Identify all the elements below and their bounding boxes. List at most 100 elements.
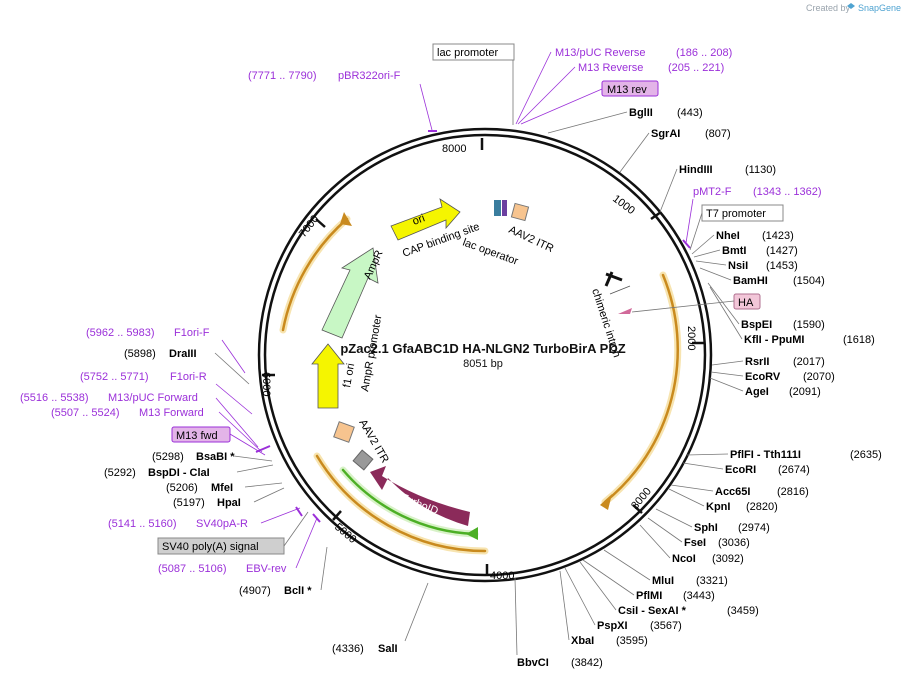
snapgene-logo-icon [847,3,855,9]
enzyme-mfei-pos: (5206) [166,482,198,494]
cds-arc-bottom [315,454,487,553]
cds-arc-left [281,217,349,332]
enzyme-pflfi-name: PflFI - Tth111I [730,449,801,461]
primer-m13-puc-forward-name: M13/pUC Forward [108,392,198,404]
enzyme-fsei-name: FseI [684,537,706,549]
enzyme-ecorv-name: EcoRV [745,371,781,383]
enzyme-kfli-pos: (1618) [843,334,875,346]
enzyme-bglii-name: BglII [629,107,653,119]
enzyme-bmti-name: BmtI [722,245,746,257]
enzyme-sgrai-pos: (807) [705,128,731,140]
enzyme-hindiii-name: HindIII [679,164,713,176]
primer-m13-puc-forward-range: (5516 .. 5538) [20,392,89,404]
primer-ebv-range: (5087 .. 5106) [158,563,227,575]
enzyme-kpni-name: KpnI [706,501,730,513]
green-arc-arrowhead [466,527,478,540]
tick-7000: 7000 [297,213,322,240]
cds-arc-right-arrowhead [600,494,612,510]
primer-f1orif-name: F1ori-F [174,327,210,339]
primer-m13-forward-name: M13 Forward [139,407,204,419]
tick-2000: 2000 [685,326,697,350]
enzyme-kfli-name: KflI - PpuMI [744,334,805,346]
primer-m13-forward-range: (5507 .. 5524) [51,407,120,419]
enzyme-ecori-name: EcoRI [725,464,756,476]
aav2-itr-top-box [510,202,530,222]
enzyme-xbai-name: XbaI [571,635,594,647]
pmt2f-lead [685,198,694,244]
primer-pmt2f-range: (1343 .. 1362) [753,186,822,198]
enzyme-pflmi-pos: (3443) [683,590,715,602]
ha-mark [618,308,632,314]
ha-box [733,293,761,310]
enzyme-mlui-pos: (3321) [696,575,728,587]
enzyme-ncoi-name: NcoI [672,553,696,565]
credit-brand: SnapGene [858,3,901,13]
primer-f1orir-range: (5752 .. 5771) [80,371,149,383]
enzyme-acc65i-name: Acc65I [715,486,750,498]
enzyme-ecorv-pos: (2070) [803,371,835,383]
primer-f1orif-range: (5962 .. 5983) [86,327,155,339]
primer-sv40pa-range: (5141 .. 5160) [108,518,177,530]
enzyme-csii-name: CsiI - SexAI * [618,605,687,617]
enzyme-hpai-pos: (5197) [173,497,205,509]
enzyme-fsei-pos: (3036) [718,537,750,549]
right-enzyme-labels-2: NheI (1423) BmtI (1427) NsiI (1453) BamH… [691,230,825,287]
pmt2f-mark [682,239,691,249]
enzyme-sgrai-name: SgrAI [651,128,680,140]
enzyme-draiii-name: DraIII [169,348,197,360]
tick-6000: 6000 [260,372,272,396]
m13-rev-lead [520,88,603,125]
enzyme-mlui-name: MluI [652,575,674,587]
gray-feature-box [352,449,374,471]
backbone-outer-ring [257,127,713,583]
primer-ebv-name: EBV-rev [246,563,287,575]
enzyme-pspxi-pos: (3567) [650,620,682,632]
primer-m13-reverse-range: (205 .. 221) [668,62,724,74]
cap-site-box [494,200,501,216]
enzyme-bcli-name: BclI * [284,585,312,597]
primer-m13-reverse-name: M13 Reverse [578,62,643,74]
enzyme-pspxi-name: PspXI [597,620,628,632]
cds-arc-left-arrowhead [340,212,352,226]
enzyme-sali-name: SalI [378,643,398,655]
m13-fwd-label: M13 fwd [176,430,218,442]
primer-pbr322ori-range: (7771 .. 7790) [248,70,317,82]
enzyme-pflfi-pos: (2635) [850,449,882,461]
enzyme-ecori-pos: (2674) [778,464,810,476]
enzyme-ncoi-pos: (3092) [712,553,744,565]
enzyme-hindiii-pos: (1130) [745,164,776,176]
m13-fwd-mark [255,445,271,453]
enzyme-acc65i-pos: (2816) [777,486,809,498]
enzyme-agei-pos: (2091) [789,386,821,398]
enzyme-agei-name: AgeI [745,386,769,398]
f1-ori-arrow [311,343,345,409]
f1-ori-label: f1 ori [341,362,357,388]
primer-m13-puc-reverse-range: (186 .. 208) [676,47,732,59]
ampr-arrow [321,247,379,339]
t7-promoter-label: T7 promoter [706,208,766,220]
primer-f1orir-name: F1ori-R [170,371,207,383]
enzyme-csii-pos: (3459) [727,605,759,617]
right-enzyme-labels-3: BspEI (1590) KflI - PpuMI (1618) RsrII (… [514,282,882,669]
plasmid-name: pZac2.1 GfaABC1D HA-NLGN2 TurboBirA PDZ [340,341,625,356]
right-enzyme-labels: BglII (443) SgrAI (807) HindIII (1130) [547,107,776,213]
enzyme-bmti-pos: (1427) [766,245,798,257]
enzyme-bbvci-name: BbvCI [517,657,549,669]
m13-rev-label: M13 rev [607,84,647,96]
enzyme-sali-pos: (4336) [332,643,364,655]
enzyme-sphi-name: SphI [694,522,718,534]
tick-4000: 4000 [490,570,514,582]
enzyme-bamhi-pos: (1504) [793,275,825,287]
credit-prefix: Created by [806,3,851,13]
ha-label: HA [738,297,754,309]
cds-arc-glow [601,271,682,506]
enzyme-pflmi-name: PflMI [636,590,662,602]
enzyme-bspdi-pos: (5292) [104,467,136,479]
lac-promoter-box [432,43,515,61]
enzyme-kpni-pos: (2820) [746,501,778,513]
tick-8000: 8000 [442,143,466,155]
enzyme-nsii-pos: (1453) [766,260,798,272]
lac-operator-box [502,200,507,216]
enzyme-bspei-name: BspEI [741,319,772,331]
